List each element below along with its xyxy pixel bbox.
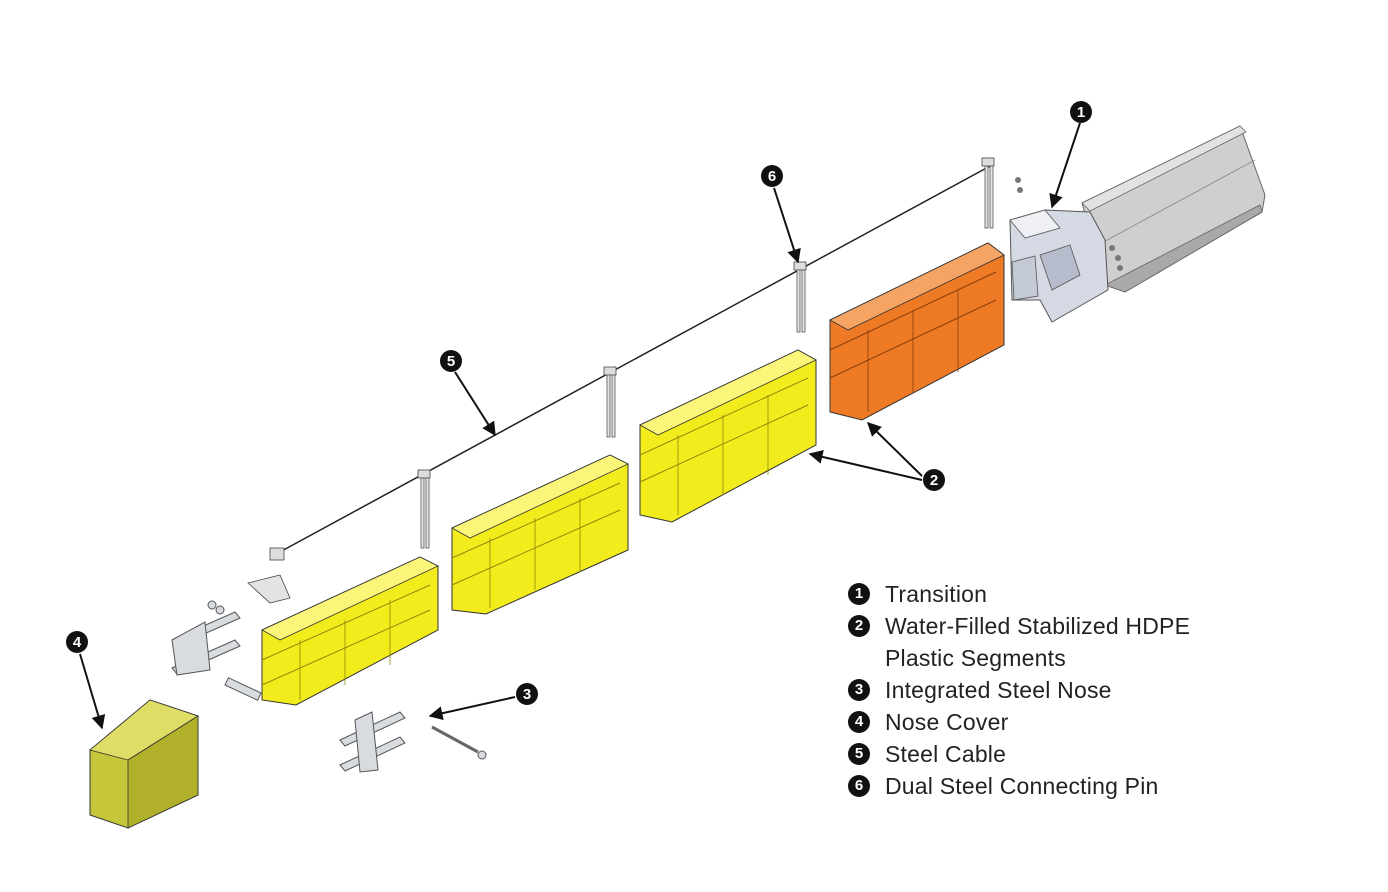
legend-number: 6 [848, 775, 870, 797]
legend-label: Nose Cover [885, 709, 1009, 735]
legend-item-connecting-pin: 6 Dual Steel Connecting Pin [848, 770, 1268, 802]
legend-number: 4 [848, 711, 870, 733]
legend-number: 5 [848, 743, 870, 765]
legend-number: 3 [848, 679, 870, 701]
connecting-pin-4 [981, 157, 995, 229]
svg-text:6: 6 [768, 168, 776, 185]
callout-3: 3 [516, 683, 538, 705]
arrow-connecting-pin [773, 187, 801, 264]
legend-item-nose-cover: 4 Nose Cover [848, 706, 1268, 738]
leader-arrows [79, 122, 1081, 730]
legend-label: Steel Cable [885, 741, 1007, 767]
legend: 1 Transition 2 Water-Filled Stabilized H… [848, 578, 1268, 802]
svg-text:3: 3 [523, 686, 531, 703]
callout-4: 4 [66, 631, 88, 653]
legend-label: Transition [885, 581, 988, 607]
callout-6: 6 [761, 165, 783, 187]
svg-text:4: 4 [73, 634, 82, 651]
svg-text:1: 1 [1077, 104, 1085, 121]
arrow-nose-cover [79, 653, 106, 730]
legend-label: Dual Steel Connecting Pin [885, 773, 1159, 799]
plastic-segment-4-orange [829, 242, 1005, 421]
arrow-transition [1049, 122, 1081, 209]
legend-item-transition: 1 Transition [848, 578, 1268, 610]
legend-label: Water-Filled Stabilized HDPE Plastic Seg… [885, 613, 1191, 671]
arrow-segment-upper [867, 422, 923, 477]
connecting-pin-3 [793, 261, 807, 333]
svg-text:2: 2 [930, 472, 938, 489]
legend-label: Integrated Steel Nose [885, 677, 1112, 703]
callout-5: 5 [440, 350, 462, 372]
arrow-steel-cable [454, 371, 496, 437]
legend-item-steel-nose: 3 Integrated Steel Nose [848, 674, 1268, 706]
cable-end-clamp [247, 547, 291, 604]
callout-2: 2 [923, 469, 945, 491]
arrow-segment-lower [808, 450, 923, 481]
concrete-barrier [1081, 125, 1266, 293]
steel-nose-frame-upper [171, 600, 262, 701]
legend-number: 2 [848, 615, 870, 637]
arrow-steel-nose [428, 696, 516, 721]
nose-cover [89, 699, 199, 829]
legend-item-steel-cable: 5 Steel Cable [848, 738, 1268, 770]
plastic-segment-3 [639, 349, 817, 523]
connecting-pin-1 [417, 469, 431, 549]
svg-text:5: 5 [447, 353, 455, 370]
legend-number: 1 [848, 583, 870, 605]
steel-nose-frame-lower [339, 711, 487, 773]
steel-cable [277, 164, 993, 554]
plastic-segment-1 [261, 556, 439, 706]
connecting-pin-2 [603, 366, 617, 438]
legend-item-plastic-segments: 2 Water-Filled Stabilized HDPE Plastic S… [848, 610, 1268, 674]
callout-1: 1 [1070, 101, 1092, 123]
plastic-segment-2 [451, 454, 629, 615]
transition-piece [1009, 177, 1123, 323]
